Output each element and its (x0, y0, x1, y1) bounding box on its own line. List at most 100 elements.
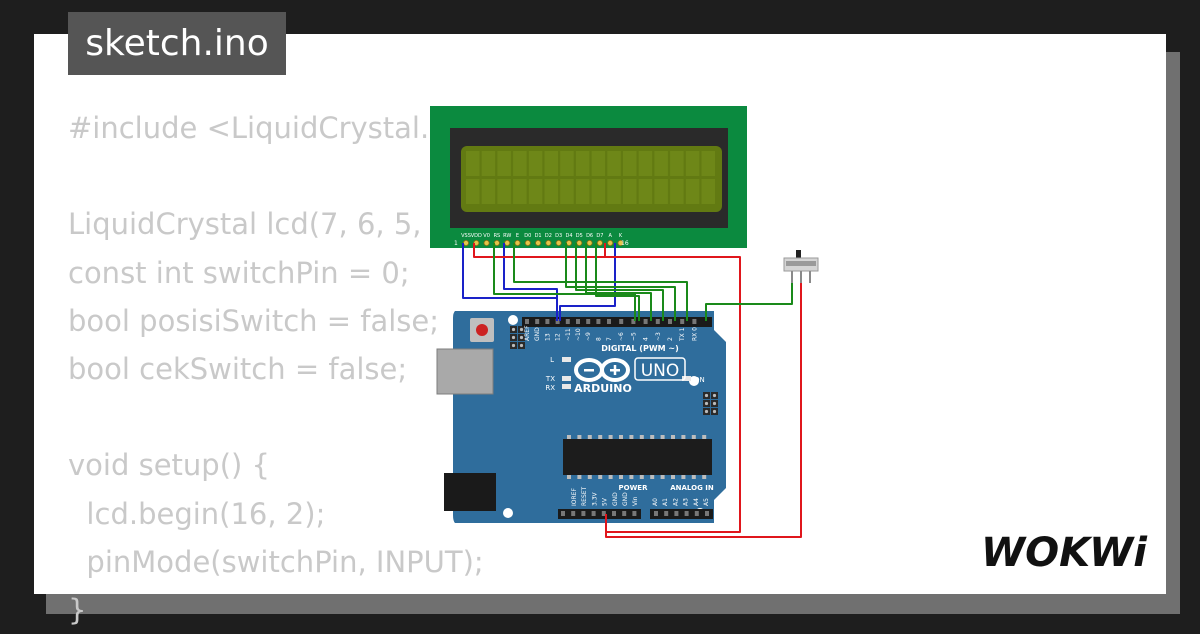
power-pin-label: Vin (632, 496, 639, 506)
digital-pin-label: ~11 (565, 328, 572, 341)
icsp-header (510, 326, 525, 349)
lcd-pin-label: V0 (483, 233, 490, 239)
code-line: lcd.begin(16, 2); (68, 496, 326, 531)
digital-pin (655, 319, 660, 324)
led-l (562, 357, 571, 362)
analog-pin-label: A3 (683, 498, 690, 506)
lcd-character-cell (466, 179, 480, 204)
lcd-character-cell (544, 179, 558, 204)
chip-leg (608, 435, 613, 439)
digital-pin-label: 4 (643, 337, 650, 341)
lcd-character-cell (591, 151, 606, 176)
led-on-label: ON (694, 376, 705, 384)
wire (585, 243, 652, 321)
chip-leg (671, 435, 675, 439)
wire (575, 243, 664, 321)
digital-pin-label: 2 (667, 337, 674, 341)
digital-pin (596, 319, 601, 324)
wire (559, 243, 616, 321)
lcd-character-cell (670, 151, 684, 176)
digital-pin-label: RX 0 (691, 327, 698, 341)
icsp-pin-hole (712, 409, 717, 414)
lcd-character-cell (701, 179, 715, 204)
chip-leg (681, 435, 686, 439)
lcd-pin-label: RW (503, 233, 511, 239)
led-tx (562, 376, 571, 381)
lcd-character-cell (544, 151, 558, 176)
filename-label: sketch.ino (85, 23, 269, 64)
switch-pin (800, 271, 802, 283)
icsp-pin-hole (704, 409, 709, 414)
digital-pin (607, 319, 611, 324)
digital-pin-label: ~5 (630, 332, 637, 341)
lcd-character-cell (638, 179, 653, 204)
lcd-character-cell (591, 179, 606, 204)
analog-pin (674, 511, 679, 516)
power-pin-label: GND (622, 492, 629, 506)
lcd-pin-label: VDD (471, 233, 482, 239)
reset-button-cap[interactable] (476, 324, 488, 336)
wokwi-logo-text: WOKWi (981, 530, 1148, 576)
wire (705, 283, 793, 321)
chip-leg (608, 475, 613, 479)
digital-pin (619, 319, 624, 324)
icsp-pin-hole (519, 327, 524, 332)
analog-pin-label: A1 (662, 498, 669, 506)
arduino-brand: ARDUINO (574, 382, 632, 395)
chip-leg (587, 435, 592, 439)
icsp-pin-hole (511, 327, 516, 332)
slide-switch[interactable] (783, 250, 819, 283)
lcd-pin (514, 239, 521, 246)
lcd-character-cell (513, 151, 527, 176)
arduino-logo-icon (574, 358, 630, 382)
digital-pin (680, 319, 685, 324)
digital-pin-label: ~3 (655, 332, 662, 341)
lcd-character-cell (623, 151, 637, 176)
digital-pin (586, 319, 591, 324)
lcd-pin (462, 239, 469, 246)
mounting-hole (508, 315, 518, 325)
lcd-pin-label: E (516, 233, 519, 239)
icsp-pin-hole (704, 393, 709, 398)
icsp-pin-hole (704, 401, 709, 406)
icsp-pin-hole (519, 343, 524, 348)
digital-pin-row (525, 319, 697, 324)
lcd-character-cell (623, 179, 637, 204)
lcd-pin-label: D5 (576, 233, 583, 239)
analog-pin-label: A5 (703, 498, 710, 506)
power-pin (601, 511, 606, 516)
code-line: bool posisiSwitch = false; (68, 303, 440, 338)
lcd-pin-label: D7 (596, 233, 603, 239)
lcd-character-cell (560, 179, 574, 204)
lcd-character-cell (607, 151, 621, 176)
chip-leg (691, 475, 696, 479)
bottom-pin-row (561, 511, 709, 516)
microcontroller-chip (563, 439, 712, 475)
code-preview: #include <LiquidCrystal.h>LiquidCrystal … (68, 104, 544, 634)
filename-tab[interactable]: sketch.ino (68, 12, 286, 75)
switch-handle[interactable] (796, 250, 801, 260)
lcd-pin-first: 1 (454, 240, 458, 247)
power-pin-label: GND (612, 492, 619, 506)
power-pin (612, 511, 616, 516)
led-rx (562, 384, 571, 389)
chip-leg (702, 435, 707, 439)
power-pin-label: RESET (581, 486, 588, 506)
digital-pin-label: 13 (544, 333, 551, 341)
chip-leg (577, 435, 582, 439)
lcd-pin (483, 239, 490, 246)
mounting-hole (689, 376, 699, 386)
lcd-pin-label: K (619, 233, 623, 239)
lcd-pin-label: RS (494, 233, 501, 239)
power-pin (591, 511, 596, 516)
lcd-character-cell (701, 151, 715, 176)
lcd-pin (555, 239, 562, 246)
chip-leg (577, 475, 582, 479)
code-line: } (68, 592, 87, 627)
